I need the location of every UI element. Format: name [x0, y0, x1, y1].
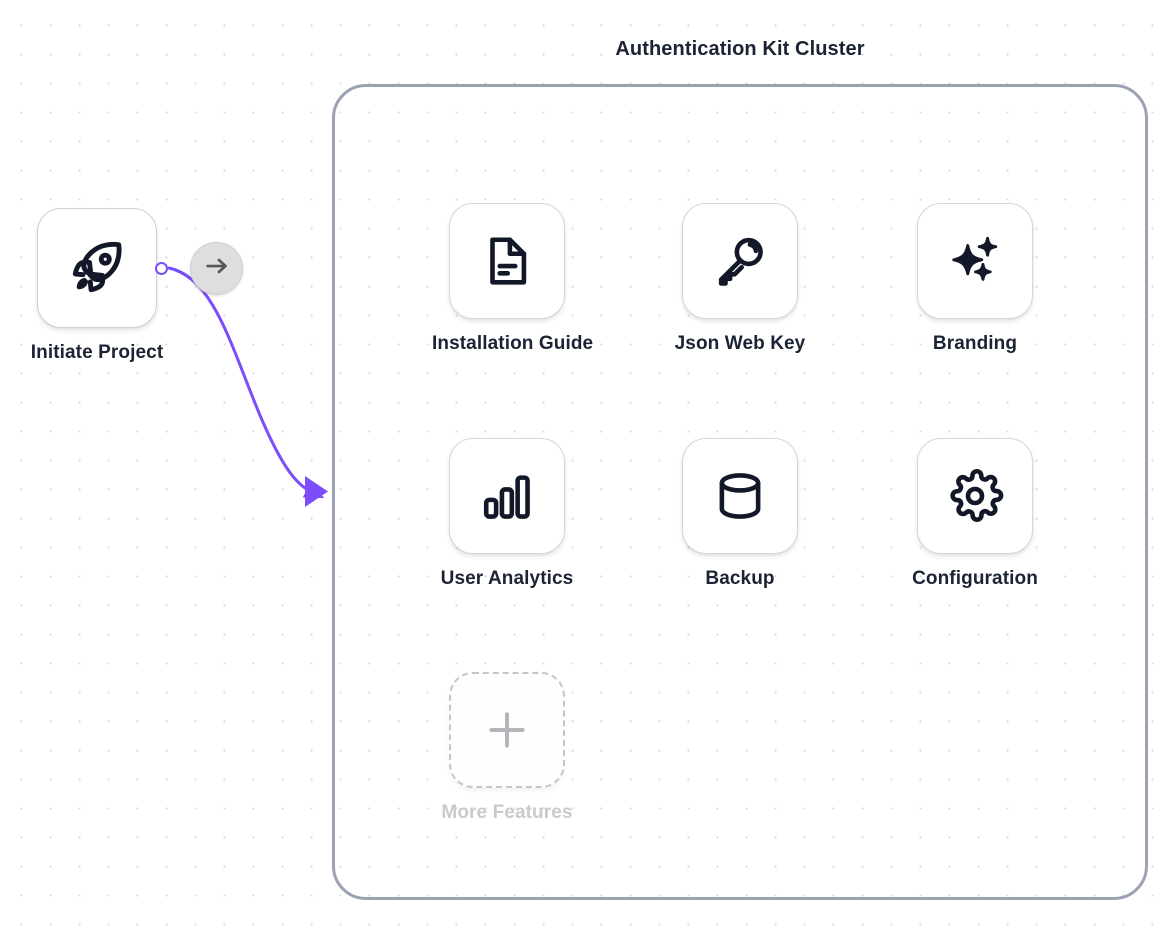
node-tile[interactable] [449, 438, 565, 554]
node-tile[interactable] [37, 208, 157, 328]
node-branding[interactable]: Branding [900, 203, 1050, 355]
edge-initiate-project-to-cluster[interactable] [167, 266, 325, 499]
node-tile[interactable] [917, 203, 1033, 319]
gear-icon [946, 467, 1004, 525]
node-tile[interactable] [682, 203, 798, 319]
arrow-right-icon [202, 251, 232, 286]
node-label: Initiate Project [30, 342, 164, 363]
node-label: Backup [705, 568, 775, 589]
node-json-web-key[interactable]: Json Web Key [665, 203, 815, 355]
node-label: User Analytics [440, 568, 574, 589]
arrow-right-button[interactable] [190, 242, 243, 295]
rocket-icon [66, 237, 128, 299]
node-tile[interactable] [917, 438, 1033, 554]
node-installation-guide[interactable]: Installation Guide [432, 203, 594, 355]
sparkles-icon [946, 232, 1004, 290]
bar-chart-icon [478, 467, 536, 525]
key-icon [711, 232, 769, 290]
node-label: More Features [441, 802, 573, 823]
database-icon [711, 467, 769, 525]
node-tile[interactable] [449, 203, 565, 319]
node-initiate-project[interactable]: Initiate Project [22, 208, 172, 364]
document-icon [478, 232, 536, 290]
authentication-kit-cluster[interactable] [332, 84, 1148, 900]
edge-arrowhead-icon [305, 476, 328, 507]
plus-icon [482, 705, 532, 755]
node-backup[interactable]: Backup [665, 438, 815, 590]
connection-handle[interactable] [155, 262, 168, 275]
node-user-analytics[interactable]: User Analytics [432, 438, 582, 590]
node-more-features[interactable]: More Features [432, 672, 582, 824]
node-configuration[interactable]: Configuration [900, 438, 1050, 590]
node-label: Branding [932, 333, 1018, 354]
node-label: Json Web Key [674, 333, 806, 354]
cluster-title: Authentication Kit Cluster [615, 38, 865, 60]
add-node-tile[interactable] [449, 672, 565, 788]
node-label: Installation Guide [432, 333, 594, 354]
node-label: Configuration [912, 568, 1038, 589]
node-tile[interactable] [682, 438, 798, 554]
